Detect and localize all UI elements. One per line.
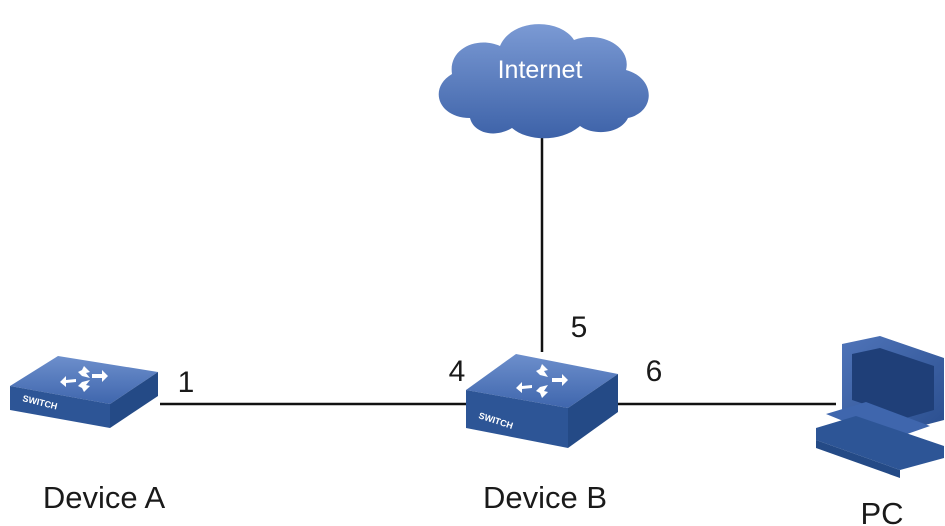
- pc-icon: [816, 336, 944, 478]
- port-label-5: 5: [571, 311, 588, 344]
- switch-icon: SWITCH: [466, 354, 618, 448]
- switch-icon: SWITCH: [10, 356, 158, 428]
- internet-label: Internet: [498, 56, 583, 84]
- port-label-1: 1: [178, 366, 195, 399]
- pc-label: PC: [860, 496, 903, 526]
- device-a-label: Device A: [43, 480, 166, 515]
- cloud-icon: [438, 24, 649, 139]
- device-b-label: Device B: [483, 480, 607, 515]
- port-label-6: 6: [646, 355, 663, 388]
- port-label-4: 4: [449, 355, 466, 388]
